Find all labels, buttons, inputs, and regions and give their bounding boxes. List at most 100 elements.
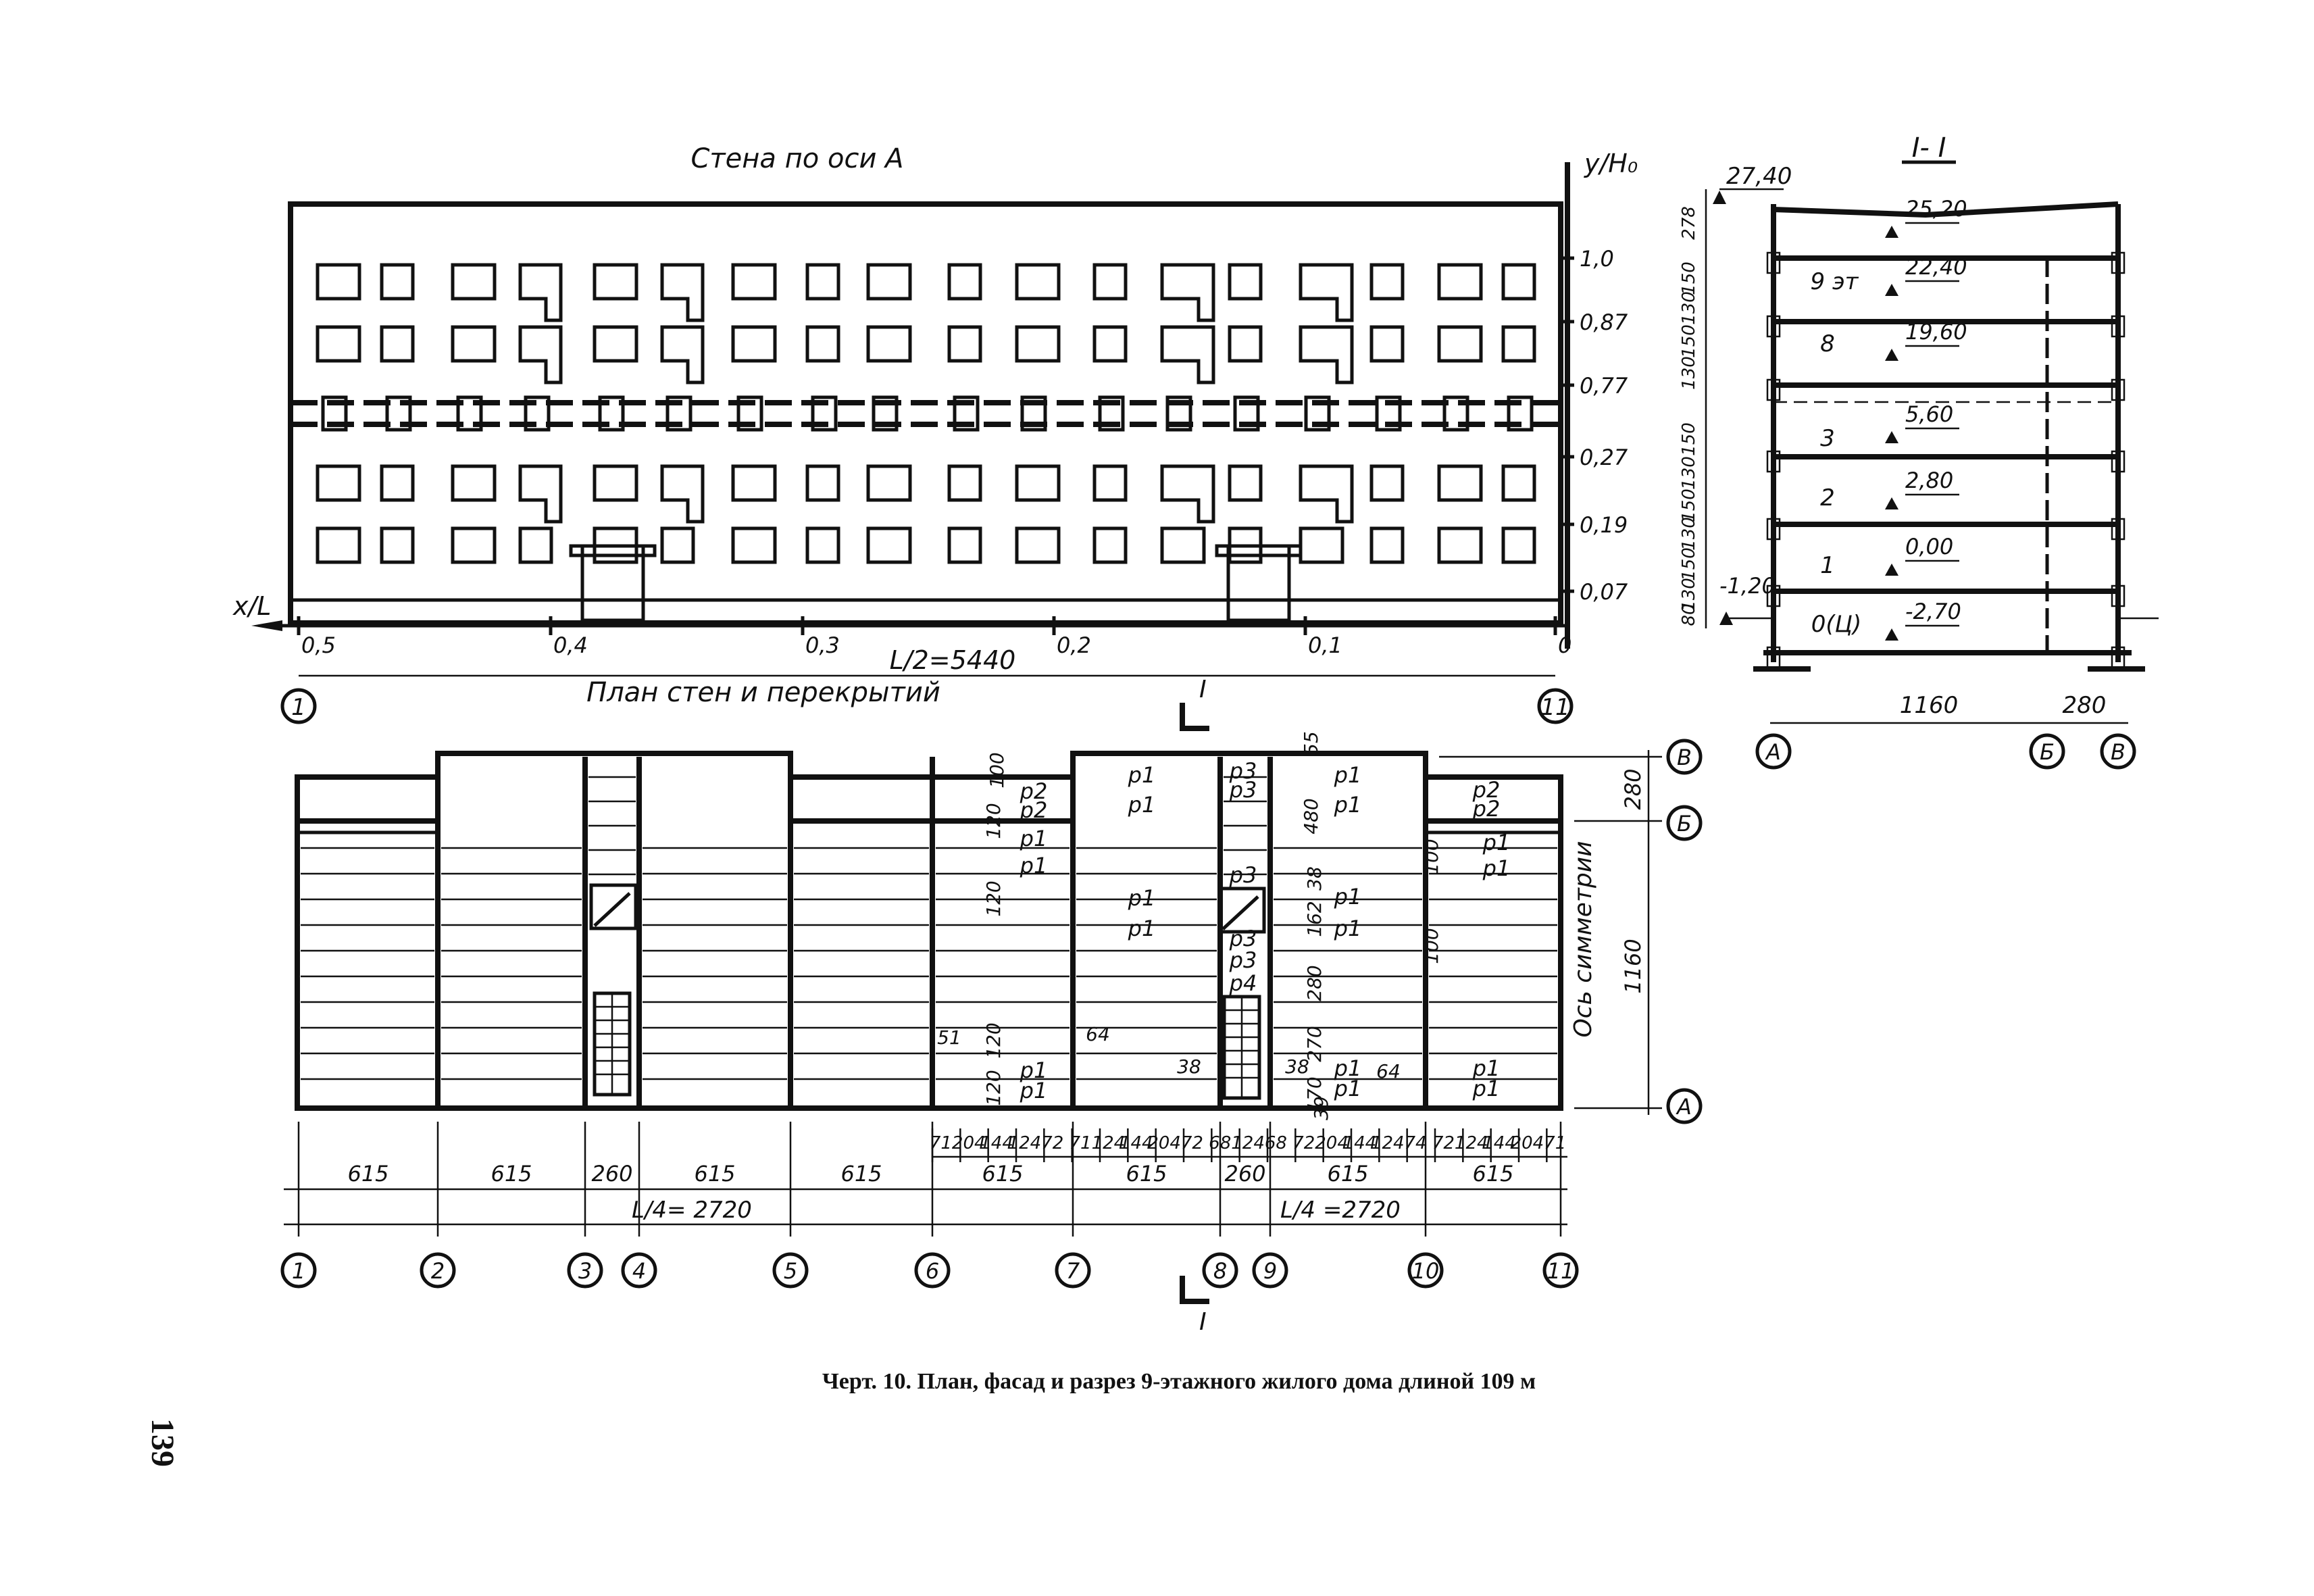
- facade-window: [1501, 263, 1536, 301]
- level-marker-icon: [1885, 431, 1898, 443]
- plan-fine-dim: 72: [1041, 1133, 1063, 1153]
- plan-misc-dim: 120: [982, 803, 1005, 839]
- plan-misc-dim: 51: [937, 1026, 961, 1049]
- facade-title: Стена по оси А: [690, 143, 903, 174]
- facade-window: [1015, 526, 1061, 564]
- plan-fine-dim: 74: [1405, 1133, 1427, 1153]
- plan-fine-dim: 124: [1371, 1133, 1405, 1153]
- plan-span-dim: 260: [1224, 1161, 1265, 1187]
- facade-window: [380, 263, 415, 301]
- facade-break-pier: [1442, 395, 1469, 432]
- facade-window: [1501, 464, 1536, 502]
- plan-fine-dim: 124: [1231, 1133, 1265, 1153]
- facade-window: [660, 263, 705, 322]
- facade-window: [1092, 263, 1128, 301]
- level-marker-icon: [1885, 628, 1898, 641]
- facade-window: [1160, 526, 1206, 564]
- facade-x-tick-label: 0,2: [1057, 632, 1091, 658]
- facade-x-axis-label: x/L: [232, 591, 271, 621]
- facade-break-pier: [598, 395, 625, 432]
- plan-slab-label: р1: [1482, 830, 1511, 855]
- facade-window: [1369, 263, 1405, 301]
- facade-window: [1501, 526, 1536, 564]
- plan-fine-dim: 124: [1008, 1133, 1042, 1153]
- facade-y-axis-label: y/H₀: [1584, 149, 1638, 178]
- plan-axis-marker-label: 11: [1547, 1258, 1575, 1284]
- facade-window: [380, 464, 415, 502]
- facade-drawing: Стена по оси А y/H₀ x/L 1,00,870,770,270…: [232, 143, 1638, 724]
- facade-window: [316, 325, 361, 363]
- facade-window: [1015, 325, 1061, 363]
- plan-slab-label: р1: [1334, 792, 1362, 818]
- facade-window: [1228, 464, 1263, 502]
- plan-fine-dim: 124: [1092, 1133, 1126, 1153]
- facade-window: [947, 526, 982, 564]
- facade-break-pier: [456, 395, 483, 432]
- facade-axis-start-marker: [280, 688, 317, 724]
- facade-window: [660, 464, 705, 524]
- facade-window: [1369, 526, 1405, 564]
- plan-axis-marker: [914, 1252, 951, 1289]
- facade-window: [1369, 464, 1405, 502]
- plan-slab-label: р1: [1020, 853, 1048, 878]
- plan-fine-dim: 71: [930, 1133, 952, 1153]
- plan-slab-label: р1: [1482, 855, 1511, 881]
- section-height-dim: 130: [1679, 456, 1699, 490]
- facade-x-tick-label: 0,3: [805, 632, 840, 658]
- svg-text:Б: Б: [1677, 811, 1692, 837]
- level-marker-icon: [1885, 349, 1898, 361]
- facade-window: [1437, 464, 1483, 502]
- plan-axis-marker: [1407, 1252, 1444, 1289]
- plan-dim-1160: 1160: [1620, 939, 1646, 993]
- plan-slab-label: р1: [1128, 792, 1156, 818]
- plan-axis-marker: [420, 1252, 456, 1289]
- plan-axis-marker-label: 4: [632, 1258, 646, 1284]
- plan-misc-dim: 120: [982, 1022, 1005, 1058]
- facade-window: [660, 325, 705, 384]
- facade-window: [805, 464, 840, 502]
- facade-break-pier: [736, 395, 763, 432]
- plan-axis-marker-label: 1: [292, 1258, 305, 1284]
- facade-break-pier: [321, 395, 348, 432]
- facade-window: [1299, 263, 1354, 322]
- facade-window: [947, 464, 982, 502]
- svg-text:I: I: [1199, 1308, 1207, 1336]
- plan-axis-marker-label: 3: [578, 1258, 592, 1284]
- plan-fine-dim: 204: [1511, 1133, 1544, 1153]
- level-marker-icon: [1713, 191, 1726, 204]
- plan-misc-dim: 64: [1376, 1060, 1401, 1082]
- plan-dim-280: 280: [1620, 768, 1646, 809]
- facade-break-pier: [1020, 395, 1047, 432]
- plan-axis-marker-label: 5: [784, 1258, 797, 1284]
- plan-quarter-right: L/4 =2720: [1280, 1197, 1401, 1224]
- facade-window: [1228, 325, 1263, 363]
- plan-slab-label: р1: [1128, 916, 1156, 941]
- section-level-label: 5,60: [1905, 401, 1953, 427]
- section-height-dim: 150: [1679, 324, 1699, 358]
- facade-window: [1228, 263, 1263, 301]
- plan-axis-marker: [772, 1252, 809, 1289]
- plan-axis-marker-label: 9: [1263, 1258, 1277, 1284]
- plan-span-dim: 615: [347, 1161, 388, 1187]
- plan-slab-label: р1: [1128, 762, 1156, 788]
- plan-slab-label: р3: [1229, 758, 1257, 784]
- facade-window: [731, 263, 777, 301]
- plan-slab-label: р1: [1334, 884, 1362, 909]
- facade-window: [731, 464, 777, 502]
- plan-axis-marker-v: В: [1666, 739, 1703, 775]
- section-top-level: 27,40: [1726, 163, 1792, 190]
- plan-slab-label: р1: [1334, 762, 1362, 788]
- plan-fine-dim: 204: [1147, 1133, 1181, 1153]
- facade-axis-end-marker: [1537, 688, 1574, 724]
- plan-misc-dim: 100: [1420, 928, 1442, 964]
- section-title: I- I: [1912, 132, 1946, 164]
- plan-axis-marker: [1252, 1252, 1288, 1289]
- section-axis-marker-b: Б: [2029, 733, 2065, 770]
- plan-outer-wall: [295, 751, 1563, 1111]
- plan-misc-dim: 100: [1420, 839, 1442, 874]
- plan-span-dim: 615: [491, 1161, 532, 1187]
- plan-fine-dim: 72: [1292, 1133, 1315, 1153]
- facade-window: [1015, 263, 1061, 301]
- facade-window: [451, 325, 497, 363]
